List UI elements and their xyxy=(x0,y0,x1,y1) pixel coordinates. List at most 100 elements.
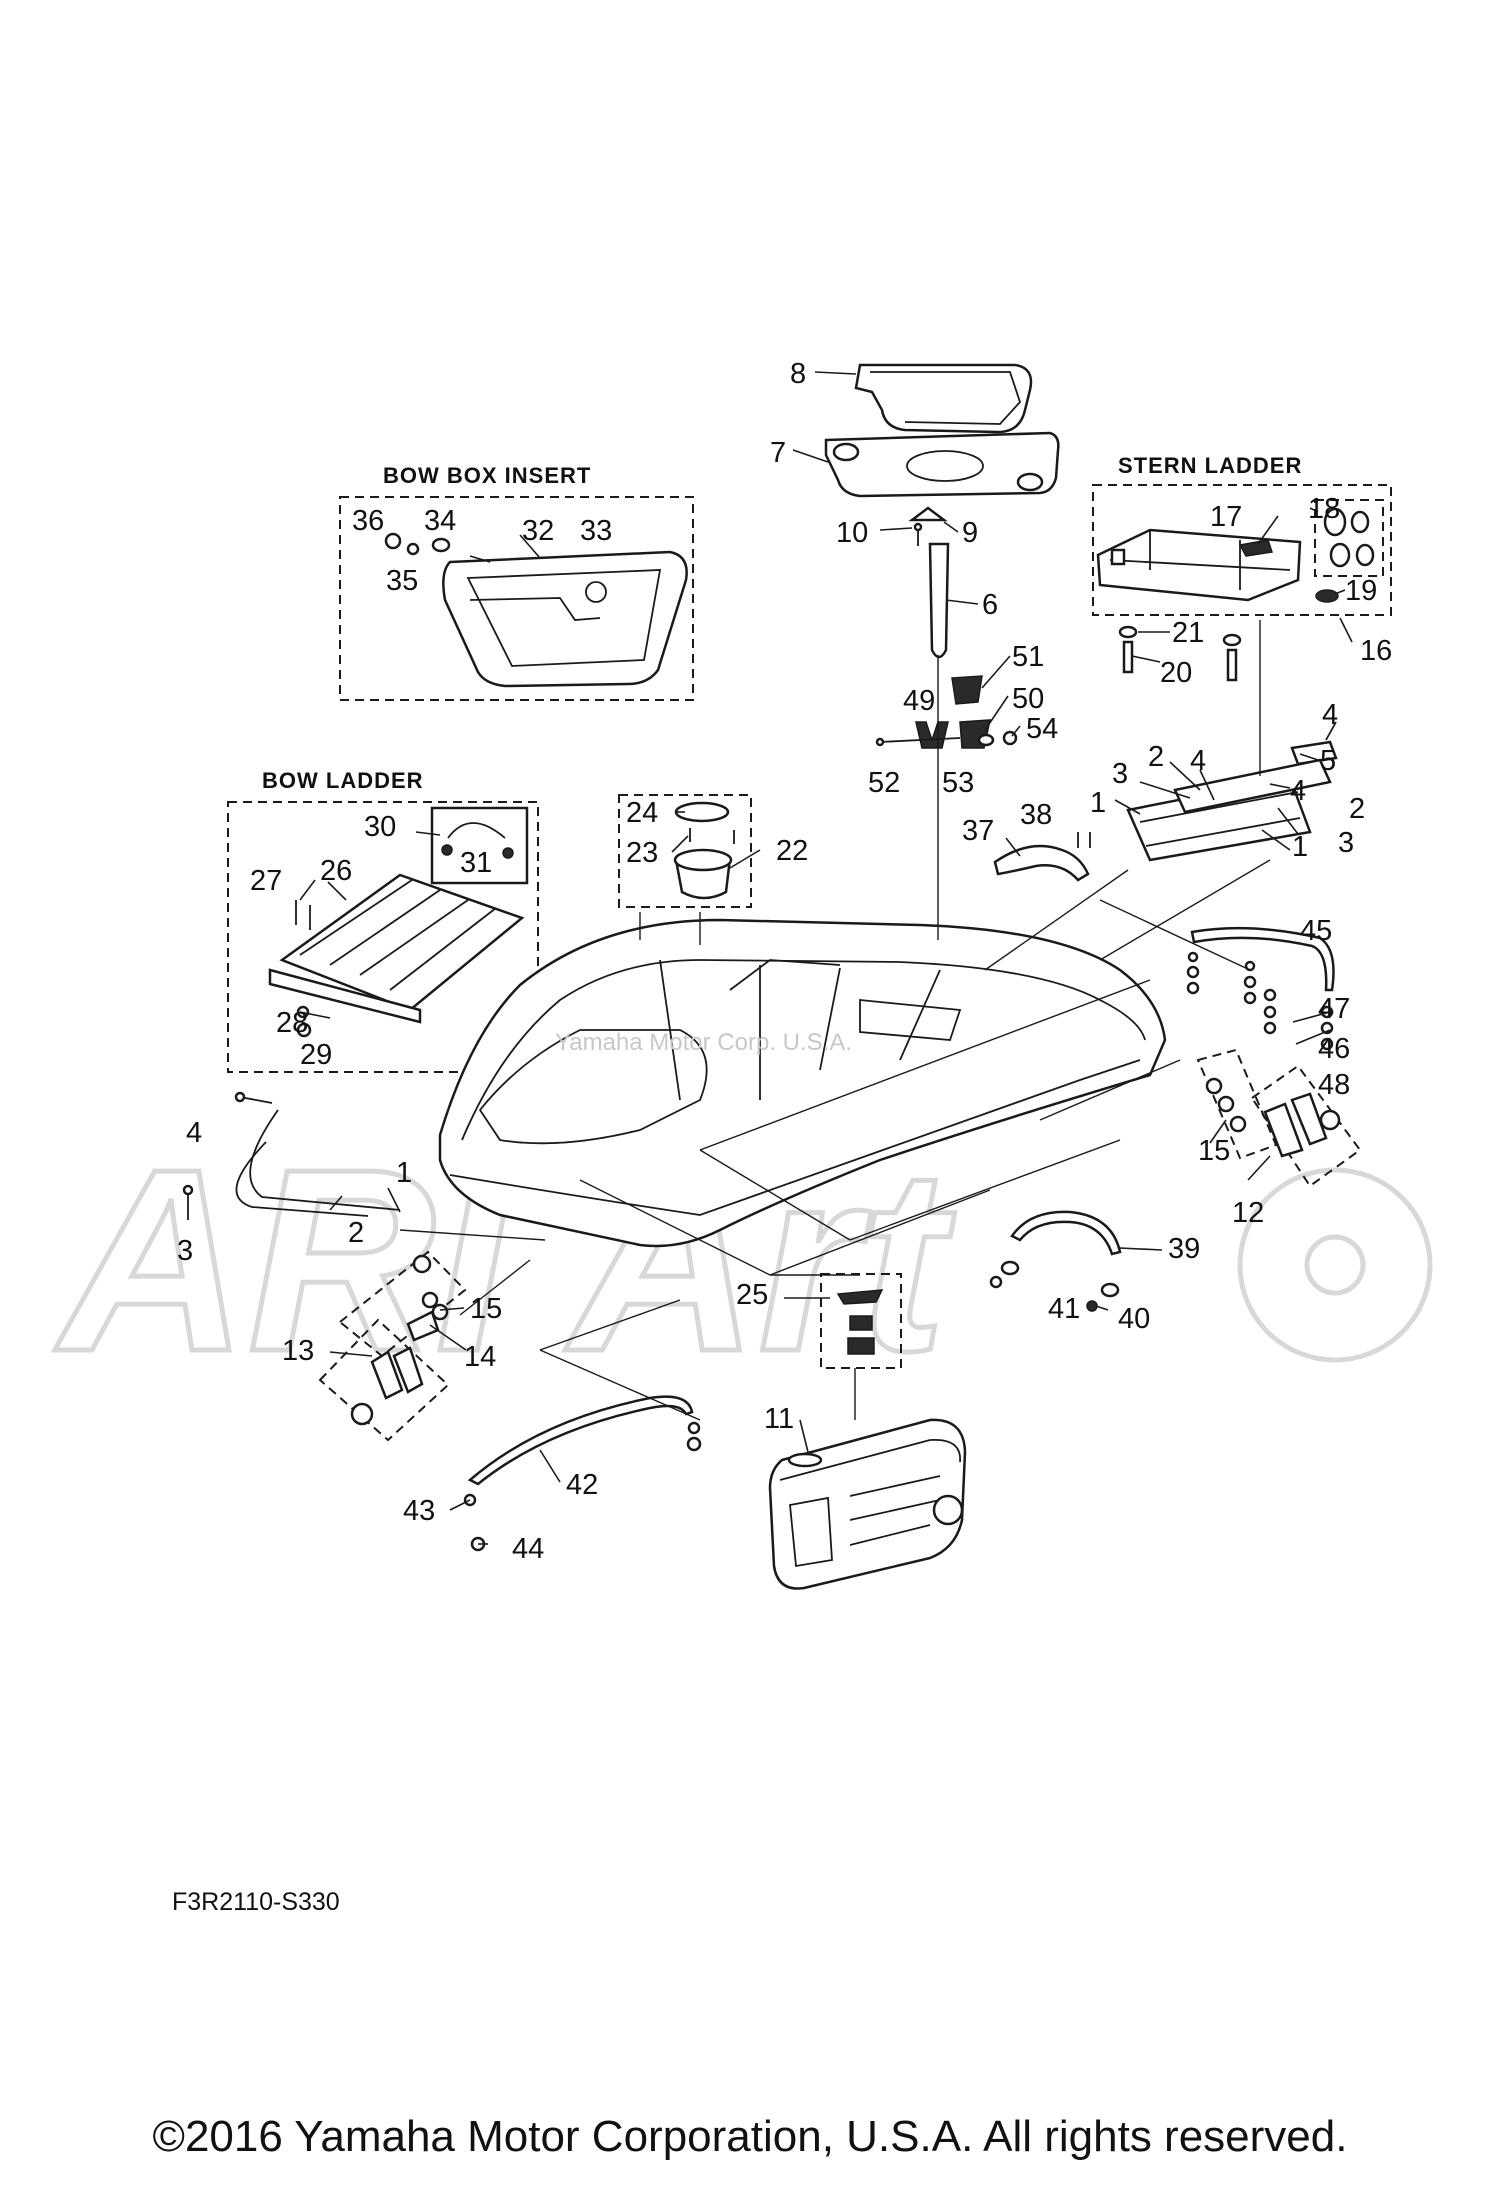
bow-ladder-title: BOW LADDER xyxy=(262,768,424,793)
callout-2a: 2 xyxy=(1148,741,1164,773)
cup-holder-22 xyxy=(673,848,733,900)
callout-44: 44 xyxy=(512,1533,544,1565)
washer-21-right xyxy=(1222,633,1242,647)
callout-9: 9 xyxy=(962,517,978,549)
hardware-43-44 xyxy=(463,1421,702,1552)
callout-4c: 4 xyxy=(1290,775,1306,807)
bumpers-18 xyxy=(1314,499,1384,577)
seat-cushion-8 xyxy=(854,363,1033,434)
washer-53 xyxy=(977,733,995,747)
callout-28: 28 xyxy=(276,1007,308,1039)
callout-8: 8 xyxy=(790,358,806,390)
callout-53: 53 xyxy=(942,767,974,799)
callout-34: 34 xyxy=(424,505,456,537)
callout-45: 45 xyxy=(1300,915,1332,947)
callout-13: 13 xyxy=(282,1335,314,1367)
callout-21: 21 xyxy=(1172,617,1204,649)
callout-3a: 3 xyxy=(1112,758,1128,790)
callout-49: 49 xyxy=(903,685,935,717)
bow-ladder-group: BOW LADDER xyxy=(227,768,539,1073)
screw-3-bow xyxy=(182,1184,194,1220)
hull-watermark-text: Yamaha Motor Corp. U.S.A. xyxy=(555,1029,852,1056)
callout-17: 17 xyxy=(1210,501,1242,533)
stern-handrail-45 xyxy=(1190,926,1335,992)
pin-52 xyxy=(875,737,961,747)
seat-base-7 xyxy=(824,431,1060,498)
bow-box-insert-dashed-box xyxy=(339,496,694,701)
callout-16: 16 xyxy=(1360,635,1392,667)
pop-up-cleat-group-25 xyxy=(820,1273,902,1369)
callout-18: 18 xyxy=(1308,493,1340,525)
tie-down-group-left xyxy=(318,1250,467,1442)
diagram-code: F3R2110-S330 xyxy=(172,1888,340,1916)
callout-47: 47 xyxy=(1318,993,1350,1025)
callout-3c: 3 xyxy=(177,1235,193,1267)
callout-43: 43 xyxy=(403,1495,435,1527)
callout-4b: 4 xyxy=(1190,745,1206,777)
screws-38 xyxy=(1077,832,1091,848)
screw-27 xyxy=(295,900,311,930)
bow-box-fastener-36 xyxy=(384,532,402,550)
nut-41 xyxy=(1086,1300,1098,1312)
callout-20: 20 xyxy=(1160,657,1192,689)
pedestal-bracket-49 xyxy=(915,721,949,749)
cup-holder-group xyxy=(618,794,752,908)
stern-ladder-dashed-box xyxy=(1092,484,1392,616)
stern-ladder-group: STERN LADDER xyxy=(1092,453,1392,616)
callout-51: 51 xyxy=(1012,641,1044,673)
callout-23: 23 xyxy=(626,837,658,869)
callout-41: 41 xyxy=(1048,1293,1080,1325)
washer-21-left xyxy=(1118,625,1138,639)
callout-1b: 1 xyxy=(1292,831,1308,863)
callout-31: 31 xyxy=(460,847,492,879)
callout-7: 7 xyxy=(770,437,786,469)
latch-17 xyxy=(1238,539,1273,557)
pedestal-bracket-51 xyxy=(951,675,983,705)
stern-handrail-hardware-46-48 xyxy=(1186,951,1334,1051)
callout-4d: 4 xyxy=(186,1117,202,1149)
callout-29: 29 xyxy=(300,1039,332,1071)
callout-3b: 3 xyxy=(1338,827,1354,859)
cooler-11 xyxy=(768,1418,967,1590)
bow-box-insert-title: BOW BOX INSERT xyxy=(383,463,591,488)
reference-lines xyxy=(399,620,1271,1421)
callout-15a: 15 xyxy=(1198,1135,1230,1167)
nut-29 xyxy=(296,1022,312,1038)
bolt-20-left xyxy=(1122,640,1134,674)
callout-48: 48 xyxy=(1318,1069,1350,1101)
pedestal-cap-9 xyxy=(908,506,948,522)
callout-35: 35 xyxy=(386,565,418,597)
callout-25: 25 xyxy=(736,1279,768,1311)
washer-40-left xyxy=(1000,1260,1020,1276)
cup-holder-screw-23 xyxy=(689,828,735,844)
callout-38: 38 xyxy=(1020,799,1052,831)
callout-36: 36 xyxy=(352,505,384,537)
seat-post-6 xyxy=(928,542,950,659)
callout-15b: 15 xyxy=(470,1293,502,1325)
grab-handle-39 xyxy=(1010,1210,1122,1256)
bow-rail-1 xyxy=(249,1109,401,1211)
bow-box-insert-tray xyxy=(442,550,688,688)
stern-ladder-frame-16 xyxy=(1096,528,1302,602)
callout-54: 54 xyxy=(1026,713,1058,745)
callout-5: 5 xyxy=(1320,745,1336,777)
strap-30 xyxy=(441,822,514,859)
callout-12: 12 xyxy=(1232,1197,1264,1229)
stern-ladder-title: STERN LADDER xyxy=(1118,453,1302,478)
bow-handrail-42 xyxy=(467,1395,694,1486)
callout-39: 39 xyxy=(1168,1233,1200,1265)
callout-33: 33 xyxy=(580,515,612,547)
washer-40 xyxy=(1100,1282,1120,1298)
callout-32: 32 xyxy=(522,515,554,547)
screw-10 xyxy=(913,522,923,546)
callout-11: 11 xyxy=(764,1403,794,1435)
callout-10: 10 xyxy=(836,517,868,549)
leader-lines xyxy=(299,371,1353,1545)
bow-box-washer-35 xyxy=(406,542,420,556)
copyright-notice: ©2016 Yamaha Motor Corporation, U.S.A. A… xyxy=(152,2112,1348,2161)
callout-27: 27 xyxy=(250,865,282,897)
pad-19 xyxy=(1315,589,1339,603)
bow-ladder-26 xyxy=(268,873,525,1024)
